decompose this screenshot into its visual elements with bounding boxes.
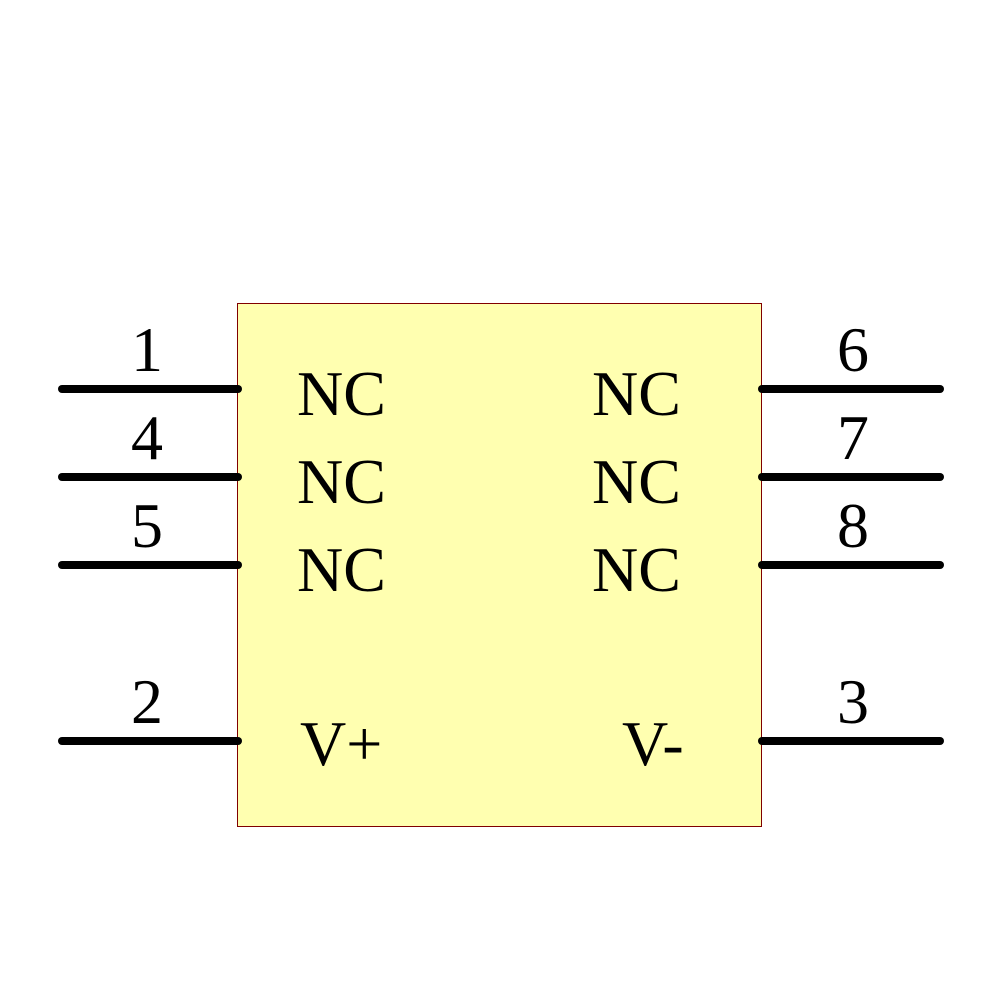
pin-1-name: NC [297, 358, 386, 429]
pin-8-name: NC [592, 534, 681, 605]
pin-6-lead [758, 385, 944, 393]
pin-6-name: NC [592, 358, 681, 429]
pin-2-number: 2 [131, 666, 163, 737]
pin-4-name: NC [297, 446, 386, 517]
pin-5-number: 5 [131, 490, 163, 561]
pin-5-lead [58, 561, 242, 569]
pin-1-number: 1 [131, 314, 163, 385]
pin-7-number: 7 [837, 402, 869, 473]
pin-7-lead [758, 473, 944, 481]
pin-4-lead [58, 473, 242, 481]
pin-3-number: 3 [837, 666, 869, 737]
pin-3-lead [758, 737, 944, 745]
pin-2-lead [58, 737, 242, 745]
pin-1-lead [58, 385, 242, 393]
pin-4-number: 4 [131, 402, 163, 473]
pin-6-number: 6 [837, 314, 869, 385]
pin-3-name: V- [622, 708, 684, 779]
pin-8-lead [758, 561, 944, 569]
pin-5-name: NC [297, 534, 386, 605]
pin-8-number: 8 [837, 490, 869, 561]
component-body [237, 303, 762, 827]
pin-7-name: NC [592, 446, 681, 517]
pin-2-name: V+ [300, 708, 383, 779]
